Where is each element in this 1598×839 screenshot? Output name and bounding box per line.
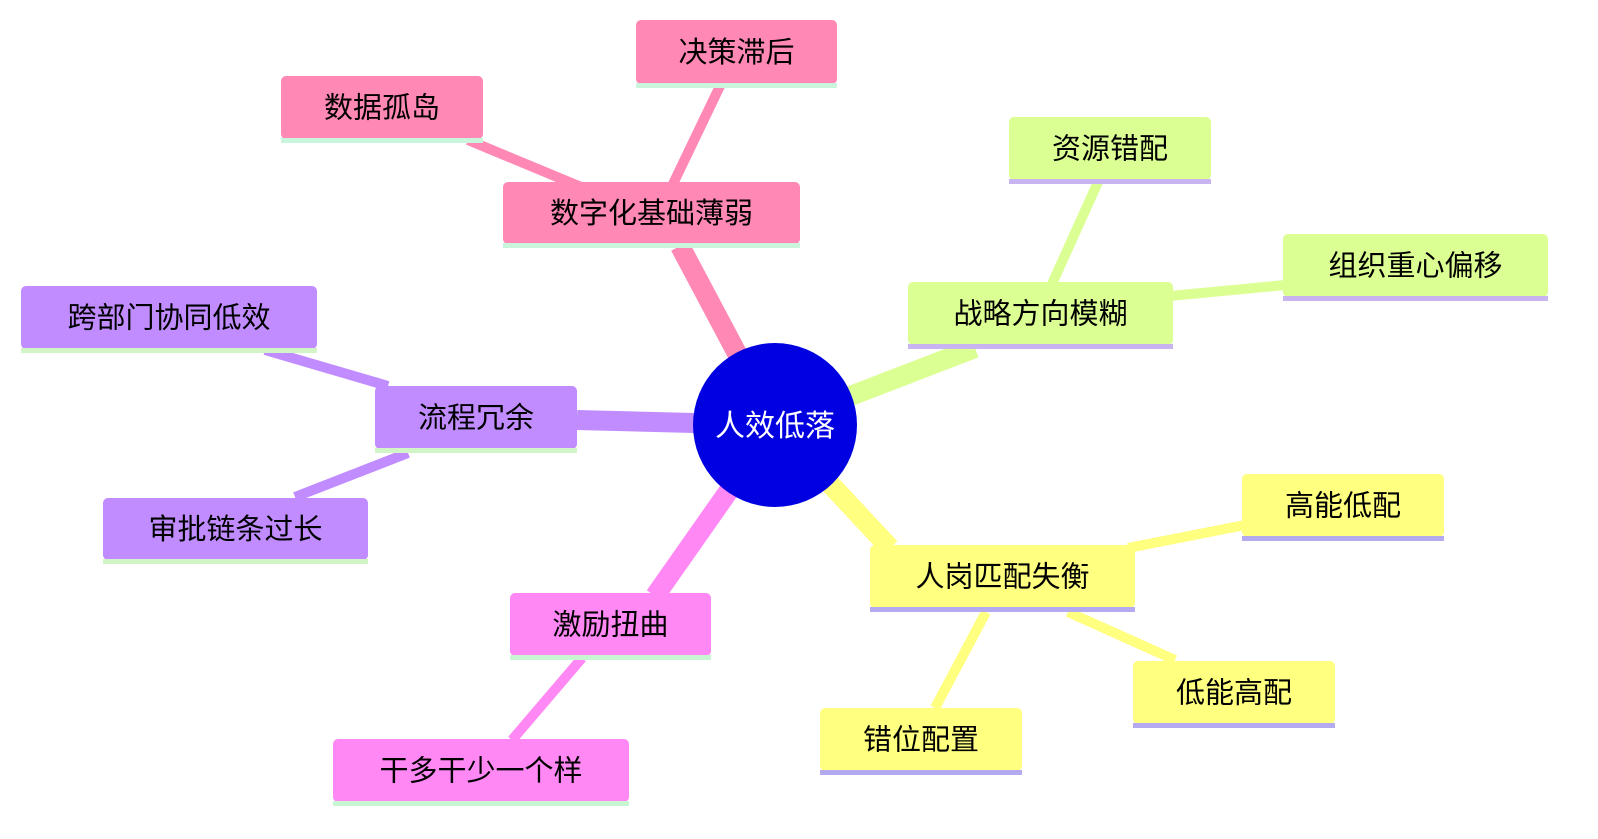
node-egalitarian-label: 干多干少一个样 xyxy=(379,754,582,788)
node-high-skill-low-role[interactable]: 高能低配 xyxy=(1242,474,1444,541)
edge-cross-dept xyxy=(263,345,390,391)
node-misplacement[interactable]: 错位配置 xyxy=(820,708,1022,775)
node-talent[interactable]: 人岗匹配失衡 xyxy=(870,545,1135,612)
edge-decision-lag xyxy=(667,83,725,189)
node-low-skill-high-role-underline xyxy=(1133,723,1335,728)
node-egalitarian-underline xyxy=(333,801,629,806)
root-node-label: 人效低落 xyxy=(715,409,835,444)
node-decision-lag-box xyxy=(636,20,837,84)
node-strategy-label: 战略方向模糊 xyxy=(953,297,1127,331)
node-misplacement-underline xyxy=(820,770,1022,775)
edge-approval-chain xyxy=(293,448,410,502)
node-data-silo-underline xyxy=(281,138,483,143)
node-process-label: 流程冗余 xyxy=(418,401,534,435)
node-high-skill-low-role-label: 高能低配 xyxy=(1285,489,1401,523)
node-focus-shift-box xyxy=(1283,234,1548,297)
node-cross-dept[interactable]: 跨部门协同低效 xyxy=(21,286,317,353)
node-low-skill-high-role-box xyxy=(1133,661,1335,724)
node-focus-shift-underline xyxy=(1283,296,1548,301)
node-resource-mismatch-underline xyxy=(1009,179,1211,184)
node-low-skill-high-role-label: 低能高配 xyxy=(1176,676,1292,710)
node-decision-lag-label: 决策滞后 xyxy=(678,35,794,69)
node-resource-mismatch[interactable]: 资源错配 xyxy=(1009,117,1211,184)
node-talent-box xyxy=(870,545,1135,608)
node-incentive-underline xyxy=(510,655,711,660)
node-low-skill-high-role[interactable]: 低能高配 xyxy=(1133,661,1335,728)
node-process[interactable]: 流程冗余 xyxy=(375,386,577,453)
node-data-silo[interactable]: 数据孤岛 xyxy=(281,76,483,143)
node-egalitarian[interactable]: 干多干少一个样 xyxy=(333,739,629,806)
node-approval-chain-box xyxy=(103,498,368,560)
node-cross-dept-box xyxy=(21,286,317,349)
node-data-silo-label: 数据孤岛 xyxy=(324,91,440,125)
edge-low-skill-high-role xyxy=(1065,607,1178,665)
node-focus-shift[interactable]: 组织重心偏移 xyxy=(1283,234,1548,301)
node-digital-label: 数字化基础薄弱 xyxy=(550,196,753,230)
root-node[interactable]: 人效低落 xyxy=(693,343,857,507)
edge-resource-mismatch xyxy=(1047,179,1103,287)
node-data-silo-box xyxy=(281,76,483,139)
node-high-skill-low-role-box xyxy=(1242,474,1444,537)
node-incentive-box xyxy=(510,593,711,656)
node-high-skill-low-role-underline xyxy=(1242,536,1444,541)
node-misplacement-box xyxy=(820,708,1022,771)
node-cross-dept-label: 跨部门协同低效 xyxy=(67,301,270,335)
node-approval-chain-underline xyxy=(103,559,368,564)
edge-high-skill-low-role xyxy=(1127,520,1246,553)
edge-egalitarian xyxy=(508,654,586,744)
node-egalitarian-box xyxy=(333,739,629,802)
node-resource-mismatch-box xyxy=(1009,117,1211,180)
node-digital[interactable]: 数字化基础薄弱 xyxy=(503,182,800,248)
node-cross-dept-underline xyxy=(21,348,317,353)
node-talent-label: 人岗匹配失衡 xyxy=(915,560,1089,594)
node-digital-box xyxy=(503,182,800,244)
node-resource-mismatch-label: 资源错配 xyxy=(1052,132,1168,166)
node-process-box xyxy=(375,386,577,449)
node-strategy-underline xyxy=(908,344,1173,349)
root-node-circle xyxy=(693,343,857,507)
node-approval-chain-label: 审批链条过长 xyxy=(148,512,322,546)
edge-focus-shift xyxy=(1169,280,1286,301)
node-incentive[interactable]: 激励扭曲 xyxy=(510,593,711,660)
node-strategy[interactable]: 战略方向模糊 xyxy=(908,282,1173,349)
node-strategy-box xyxy=(908,282,1173,345)
node-focus-shift-label: 组织重心偏移 xyxy=(1328,249,1502,283)
node-decision-lag-underline xyxy=(636,83,837,88)
node-misplacement-label: 错位配置 xyxy=(863,723,979,757)
edge-misplacement xyxy=(930,609,991,711)
node-decision-lag[interactable]: 决策滞后 xyxy=(636,20,837,88)
node-approval-chain[interactable]: 审批链条过长 xyxy=(103,498,368,564)
node-digital-underline xyxy=(503,243,800,248)
node-talent-underline xyxy=(870,607,1135,612)
node-process-underline xyxy=(375,448,577,453)
node-incentive-label: 激励扭曲 xyxy=(552,608,668,642)
